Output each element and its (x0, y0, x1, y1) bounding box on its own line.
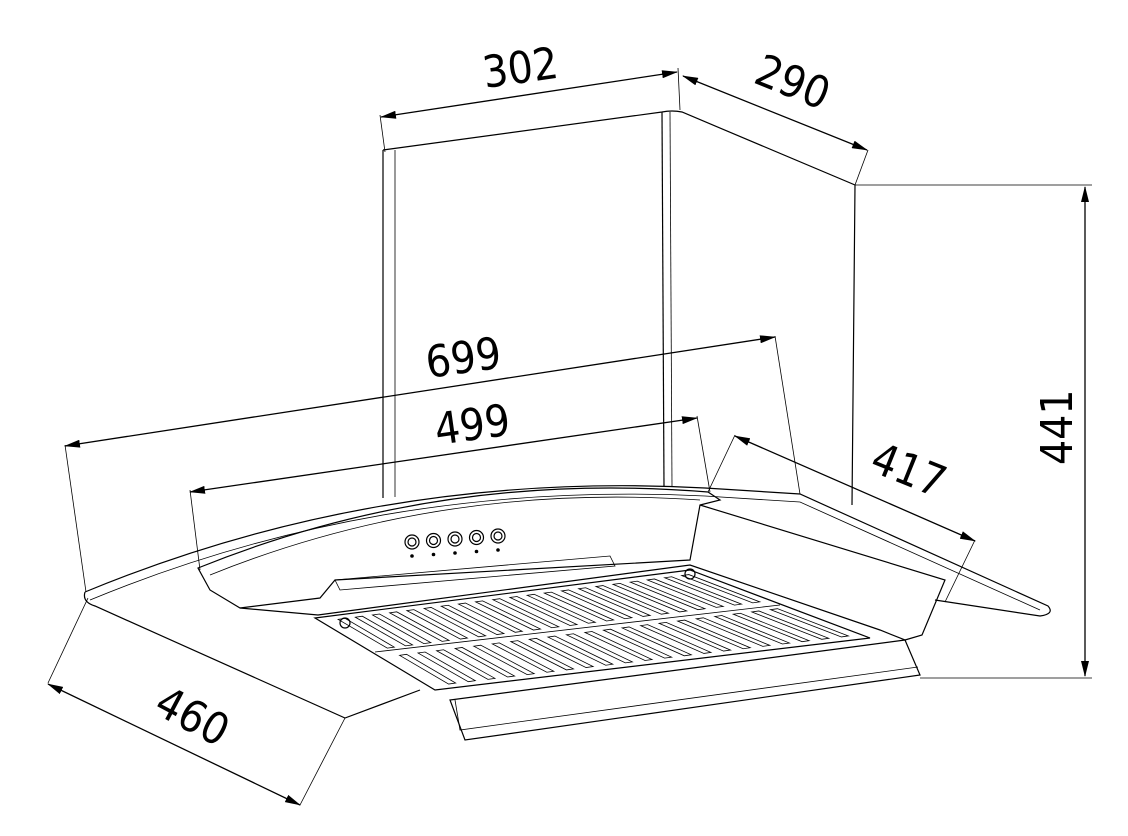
filter-slat (388, 611, 451, 642)
knob-symbol-icon (410, 554, 414, 558)
filter-slat (405, 609, 469, 640)
filter-slat (594, 585, 670, 615)
filter-slat (583, 631, 654, 661)
filter-slat (750, 610, 831, 640)
dimension-441: 441 (855, 184, 1092, 679)
filter-slat (435, 649, 497, 680)
dim-label-441: 441 (1032, 389, 1083, 465)
control-knob[interactable] (404, 534, 420, 558)
dim-label-499: 499 (431, 395, 513, 456)
filter-slat (694, 617, 772, 647)
filter-slat (560, 589, 634, 620)
filter-slat (731, 612, 811, 643)
filter-slat (680, 574, 762, 604)
dimension-699: 699 (64, 328, 801, 593)
dim-label-460: 460 (147, 677, 238, 757)
filter-slat (663, 576, 744, 606)
filter-slat (474, 600, 542, 631)
filter-slat (577, 587, 652, 617)
filter-slat (416, 651, 477, 683)
filter-slat (620, 626, 693, 657)
filter-slat (546, 635, 615, 666)
knob-symbol-icon (496, 548, 500, 552)
knob-symbol-icon (453, 551, 457, 555)
control-knob[interactable] (447, 531, 463, 555)
filter-slat (611, 582, 689, 613)
dim-label-699: 699 (422, 328, 504, 389)
grease-filters (313, 568, 871, 691)
filter-slat (657, 621, 733, 652)
filter-slat (525, 593, 597, 624)
filter-slat (509, 640, 575, 671)
dimension-302: 302 (379, 38, 681, 153)
filter-slat (639, 624, 713, 654)
dimension-460: 460 (47, 597, 346, 806)
control-knob[interactable] (490, 528, 506, 552)
filter-slat (645, 578, 725, 608)
filter-slat (490, 642, 556, 673)
filter-slat (713, 615, 791, 645)
filter-slat (371, 613, 433, 645)
filter-slat (457, 602, 524, 633)
filter-slat (676, 619, 752, 650)
filter-slat (528, 637, 595, 668)
knob-symbol-icon (431, 552, 436, 557)
filter-slat (439, 604, 506, 635)
filter-slat (453, 647, 516, 678)
dimension-499: 499 (189, 395, 711, 571)
filter-slat (422, 607, 487, 638)
filter-slat (354, 615, 414, 647)
filter-slat (472, 644, 536, 676)
filter-slat (398, 653, 457, 685)
filter-slat (768, 608, 850, 638)
filter-slat (542, 591, 615, 622)
filter-slat (628, 580, 707, 611)
control-knob[interactable] (425, 532, 442, 557)
dim-label-302: 302 (479, 38, 561, 99)
knob-symbol-icon (474, 549, 479, 554)
filter-slat (508, 596, 579, 626)
filter-slat (565, 633, 634, 664)
dimension-290: 290 (682, 45, 869, 186)
dim-label-417: 417 (864, 433, 953, 509)
dim-label-290: 290 (748, 45, 837, 121)
control-panel (404, 528, 506, 558)
filter-slat (602, 628, 674, 659)
filter-slat (491, 598, 561, 629)
control-knob[interactable] (468, 529, 485, 554)
